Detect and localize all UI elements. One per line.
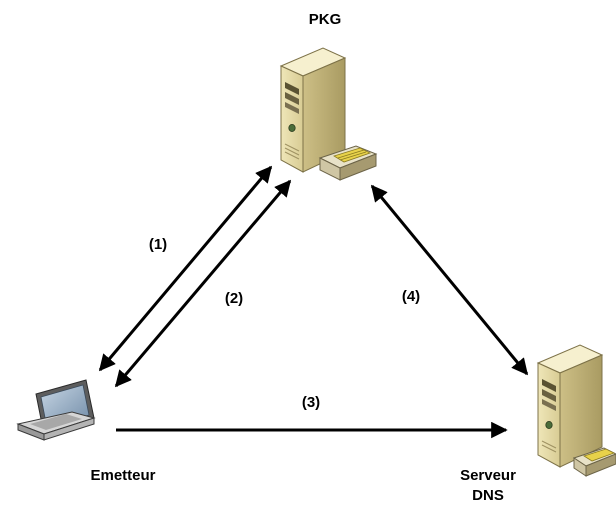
edge-3-label: (3) (302, 394, 320, 411)
pkg-node: PKG (279, 11, 378, 181)
edge-1: (1) (98, 165, 273, 372)
dns-node: Serveur DNS (460, 344, 616, 504)
arrow-pkg-emetteur (114, 179, 292, 388)
edge-2: (2) (114, 179, 292, 388)
edge-1-label: (1) (149, 236, 167, 253)
edge-4-label: (4) (402, 288, 420, 305)
edge-3: (3) (116, 394, 508, 439)
pkg-label: PKG (309, 11, 342, 28)
edge-2-label: (2) (225, 290, 243, 307)
arrow-pkg-dns (370, 184, 529, 376)
emetteur-node: Emetteur (16, 379, 156, 484)
dns-label-line2: DNS (472, 487, 504, 504)
dns-label-line1: Serveur (460, 467, 516, 484)
network-switch-icon (318, 145, 378, 181)
edge-4: (4) (370, 184, 529, 376)
server-icon (279, 47, 347, 173)
server-icon (536, 344, 604, 468)
laptop-icon (16, 379, 96, 441)
emetteur-label: Emetteur (90, 467, 155, 484)
network-switch-icon (572, 447, 616, 477)
arrow-emetteur-pkg (98, 165, 273, 372)
